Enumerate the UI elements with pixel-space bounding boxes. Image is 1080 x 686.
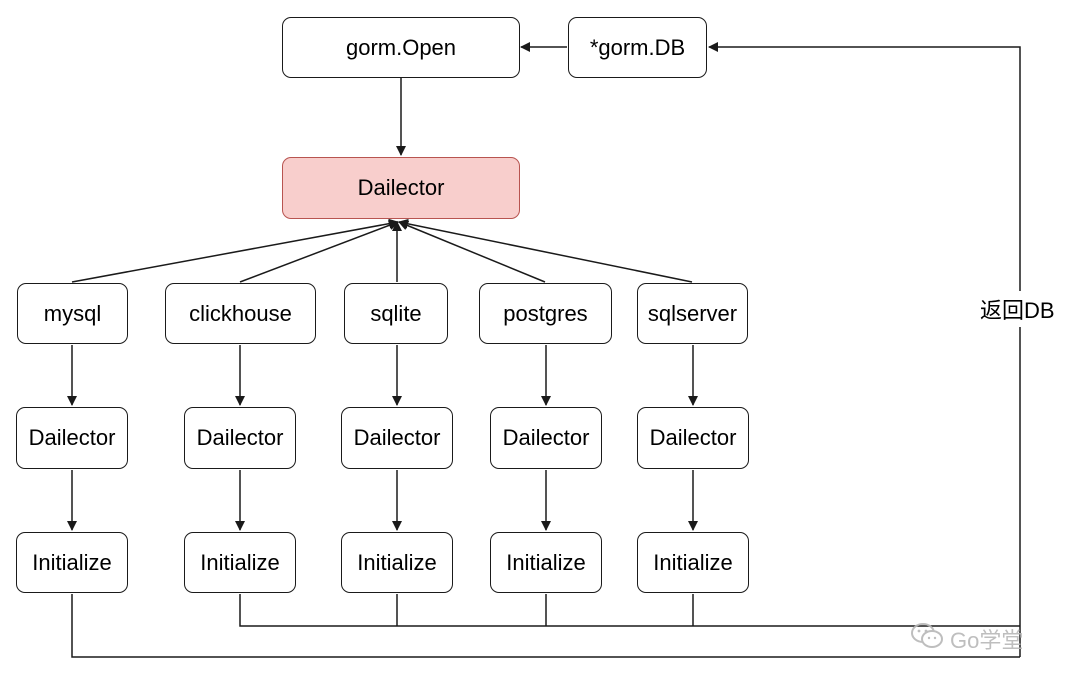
wechat-icon	[910, 622, 944, 656]
mysql-initialize-node: Initialize	[16, 532, 128, 593]
sqlserver-dialector-node: Dailector	[637, 407, 749, 469]
sqlite-initialize-node: Initialize	[341, 532, 453, 593]
return-db-label: 返回DB	[980, 291, 1055, 327]
gorm-open-node: gorm.Open	[282, 17, 520, 78]
driver-sqlite-node: sqlite	[344, 283, 448, 344]
watermark: Go学堂	[910, 622, 1023, 656]
driver-mysql-node: mysql	[17, 283, 128, 344]
mysql-dialector-node: Dailector	[16, 407, 128, 469]
postgres-dialector-node: Dailector	[490, 407, 602, 469]
edge-return-db	[708, 42, 1021, 657]
clickhouse-initialize-node: Initialize	[184, 532, 296, 593]
gorm-db-node: *gorm.DB	[568, 17, 707, 78]
clickhouse-dialector-node: Dailector	[184, 407, 296, 469]
edge-clickhouse-to-hub	[239, 220, 399, 283]
sqlite-dialector-node: Dailector	[341, 407, 453, 469]
watermark-text: Go学堂	[950, 628, 1024, 653]
driver-sqlserver-node: sqlserver	[637, 283, 748, 344]
edge-mysql-init-return	[71, 594, 1020, 658]
edge-mysql-to-hub	[71, 218, 399, 283]
driver-postgres-node: postgres	[479, 283, 612, 344]
edge-init-bus	[239, 594, 1020, 627]
dialector-hub-node: Dailector	[282, 157, 520, 219]
edge-postgres-to-hub	[398, 220, 546, 283]
postgres-initialize-node: Initialize	[490, 532, 602, 593]
sqlserver-initialize-node: Initialize	[637, 532, 749, 593]
edge-sqlserver-to-hub	[398, 218, 693, 283]
driver-clickhouse-node: clickhouse	[165, 283, 316, 344]
